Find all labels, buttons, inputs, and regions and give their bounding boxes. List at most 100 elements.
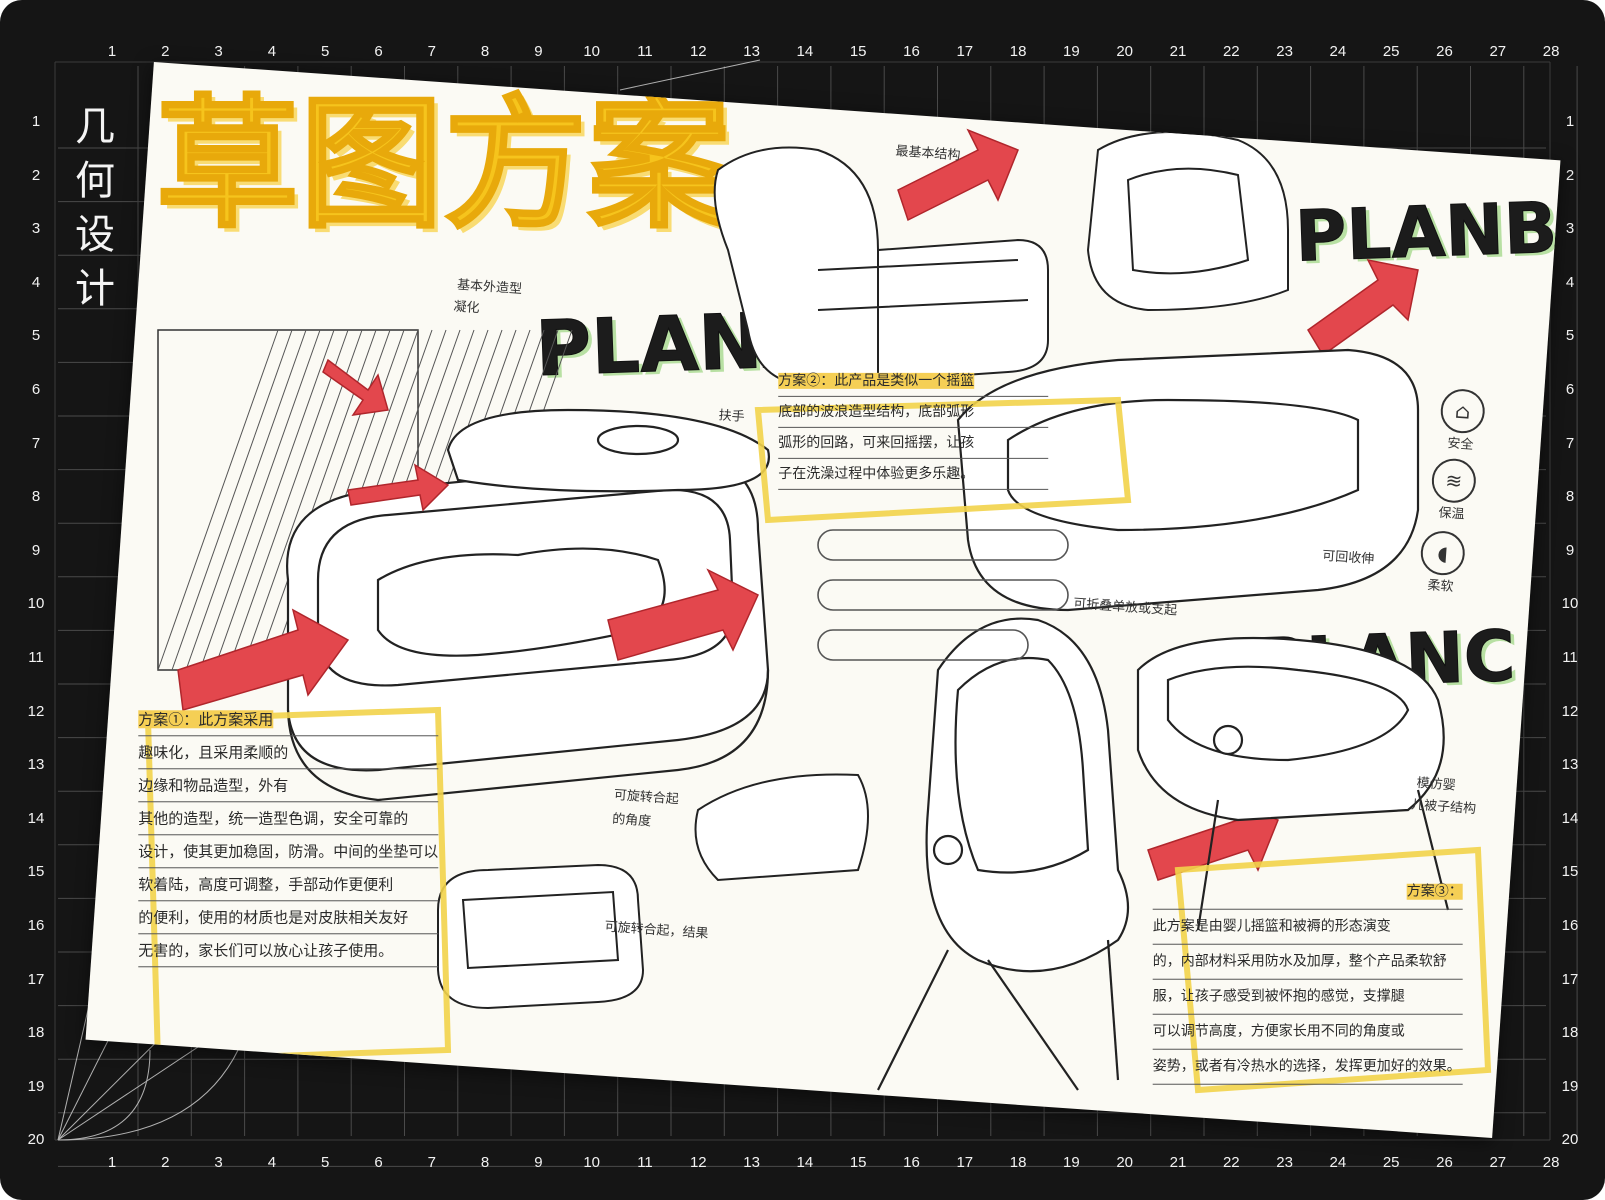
ruler-number: 3 (214, 1154, 223, 1171)
ruler-number: 6 (374, 43, 383, 60)
side-title-char: 设 (75, 212, 115, 258)
ruler-number: 3 (31, 220, 41, 238)
feature-soft: ◖ 柔软 (1418, 529, 1467, 596)
plan1-note: 方案①：此方案采用 趣味化，且采用柔顺的 边缘和物品造型，外有 其他的造型，统一… (138, 703, 439, 968)
ruler-number: 10 (583, 1154, 601, 1171)
annotation-simulate: 模仿婴 (1416, 775, 1457, 794)
ruler-number: 6 (1565, 381, 1575, 398)
note-line: 方案③： (1152, 874, 1463, 910)
annotation-retract: 可回收伸 (1321, 548, 1375, 568)
ruler-number: 9 (31, 541, 41, 559)
hatch-line (157, 329, 279, 671)
ruler-number: 16 (903, 43, 920, 60)
ruler-number: 15 (27, 863, 45, 881)
ruler-number: 9 (534, 1154, 543, 1171)
ruler-number: 20 (1561, 1131, 1579, 1149)
note-line: 方案①：此方案采用 (138, 703, 439, 737)
note-line: 趣味化，且采用柔顺的 (138, 736, 439, 770)
ruler-number: 14 (796, 1154, 814, 1171)
ruler-number: 2 (161, 1154, 170, 1171)
wave-icon: ≋ (1430, 457, 1478, 505)
ruler-number: 1 (107, 43, 117, 60)
ruler-number: 15 (1561, 863, 1579, 881)
ruler-number: 13 (27, 756, 45, 774)
ruler-number: 25 (1382, 1154, 1400, 1171)
note-text: 方案③： (1406, 883, 1463, 900)
feature-label: 柔软 (1426, 578, 1454, 595)
ruler-number: 18 (1561, 1024, 1579, 1042)
ruler-number: 1 (107, 1154, 117, 1171)
ruler-number: 14 (1561, 809, 1579, 827)
ruler-number: 8 (480, 1154, 490, 1171)
side-title-char: 几 (75, 104, 115, 150)
note-line: 的便利，使用的材质也是对皮肤相关友好 (138, 901, 439, 935)
ruler-number: 19 (1063, 1154, 1080, 1171)
ruler-number: 16 (27, 917, 45, 934)
ruler-number: 5 (1565, 327, 1575, 345)
ruler-number: 16 (1561, 917, 1579, 934)
ruler-number: 22 (1222, 43, 1240, 60)
note-line: 方案②：此产品是类似一个摇篮 (778, 365, 1049, 397)
ruler-number: 4 (1565, 273, 1575, 291)
side-title-char: 计 (75, 266, 115, 312)
ruler-number: 25 (1382, 43, 1400, 60)
ruler-number: 3 (1565, 220, 1575, 238)
ruler-number: 2 (1565, 166, 1575, 184)
feature-label: 保温 (1438, 505, 1466, 523)
plan3-note: 方案③： 此方案是由婴儿摇篮和被褥的形态演变 的，内部材料采用防水及加厚，整个产… (1152, 874, 1463, 1085)
ruler-number: 1 (31, 113, 41, 130)
ruler-number: 16 (903, 1154, 920, 1171)
note-line: 底部的波浪造型结构，底部弧形 (778, 396, 1049, 428)
ruler-number: 23 (1276, 1154, 1293, 1171)
ruler-number: 5 (321, 43, 330, 60)
ruler-number: 9 (534, 43, 543, 60)
feature-label: 安全 (1446, 436, 1474, 453)
ruler-number: 14 (27, 809, 45, 827)
ruler-number: 27 (1489, 1154, 1507, 1171)
sketch-drawings (144, 128, 1492, 1094)
ruler-number: 12 (1561, 702, 1579, 720)
note-line: 子在洗澡过程中体验更多乐趣。 (778, 458, 1049, 490)
note-text: 方案②：此产品是类似一个摇篮 (778, 372, 975, 389)
ruler-number: 19 (1561, 1077, 1579, 1095)
hatch-line (199, 329, 321, 671)
ruler-number: 5 (321, 1154, 330, 1171)
ruler-number: 4 (267, 1154, 277, 1171)
ruler-number: 12 (689, 1154, 707, 1171)
ruler-number: 11 (28, 649, 44, 666)
ruler-number: 10 (583, 43, 601, 60)
ruler-number: 21 (1169, 1154, 1187, 1171)
ruler-number: 15 (849, 1154, 867, 1171)
ruler-number: 9 (1565, 541, 1575, 559)
side-title-char: 何 (75, 158, 115, 204)
ruler-number: 12 (27, 702, 45, 720)
ruler-number: 6 (374, 1154, 383, 1171)
hatch-line (227, 329, 349, 671)
ruler-number: 17 (956, 1154, 974, 1171)
ruler-number: 22 (1222, 1154, 1240, 1171)
note-line: 弧形的回路，可来回摇摆，让孩 (778, 427, 1049, 459)
note-line: 无害的，家长们可以放心让孩子使用。 (138, 934, 439, 968)
ruler-number: 17 (956, 43, 974, 60)
side-title: 几 何 设 计 (70, 100, 120, 316)
annotation-armrest: 扶手 (718, 408, 746, 426)
annotation-base-shape-2: 凝化 (453, 299, 481, 317)
ruler-number: 21 (1169, 43, 1187, 60)
ruler-number: 6 (31, 381, 41, 398)
ruler-number: 4 (267, 43, 277, 60)
sketch-paper: 草图方案 PLANA PLANB PLANC (85, 62, 1561, 1138)
note-line: 姿势，或者有冷热水的选择，发挥更加好的效果。 (1152, 1049, 1463, 1085)
ruler-number: 26 (1436, 1154, 1453, 1171)
note-line: 服，让孩子感受到被怀抱的感觉，支撑腿 (1152, 979, 1463, 1015)
ruler-number: 20 (1116, 43, 1134, 60)
ruler-number: 2 (161, 43, 170, 60)
ruler-number: 17 (27, 970, 45, 988)
hatch-line (241, 329, 363, 671)
note-line: 可以调节高度，方便家长用不同的角度或 (1152, 1014, 1463, 1050)
ruler-number: 3 (214, 43, 223, 60)
feature-warm: ≋ 保温 (1429, 457, 1478, 523)
ruler-number: 20 (1116, 1154, 1134, 1171)
note-line: 的，内部材料采用防水及加厚，整个产品柔软舒 (1152, 944, 1463, 980)
ruler-number: 8 (480, 43, 490, 60)
ruler-number: 8 (1565, 488, 1575, 506)
